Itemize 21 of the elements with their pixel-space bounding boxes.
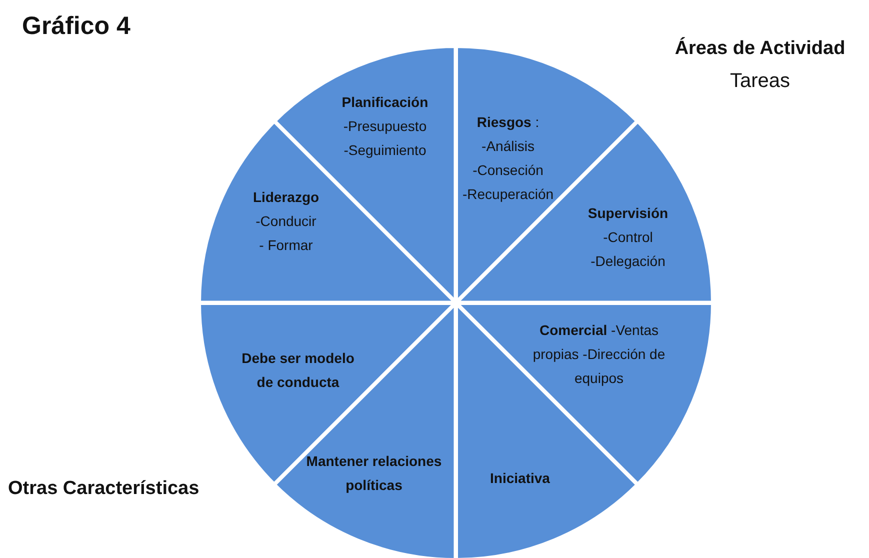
sector-text: -Delegación (590, 252, 666, 271)
subheading: Tareas (730, 70, 790, 93)
sector-heading: Comercial -Ventas propias -Dirección de equipos (532, 321, 666, 388)
sector-text: - Formar (258, 236, 314, 255)
sector-heading: Debe ser modelo de conducta (240, 349, 356, 392)
sector-heading: Iniciativa (489, 469, 551, 488)
heading: Áreas de Actividad (674, 38, 846, 60)
sector-heading: Riesgos : (476, 113, 540, 132)
sector-text: -Seguimiento (342, 141, 428, 160)
sector-text: -Presupuesto (342, 117, 428, 136)
sector-text: -Conducir (254, 212, 318, 231)
chart-title: Gráfico 4 (22, 12, 130, 41)
sector-text: -Control (602, 228, 654, 247)
sector-heading: Supervisión (586, 204, 670, 223)
sector-text: -Recuperación (461, 185, 555, 204)
sector-heading: Planificación (340, 93, 430, 112)
sector-heading: Liderazgo (252, 188, 320, 207)
sector-text: -Conseción (472, 161, 544, 180)
sector-text: -Análisis (480, 137, 536, 156)
sector-heading: Mantener relaciones políticas (305, 452, 443, 495)
side-label: Otras Características (8, 478, 200, 500)
